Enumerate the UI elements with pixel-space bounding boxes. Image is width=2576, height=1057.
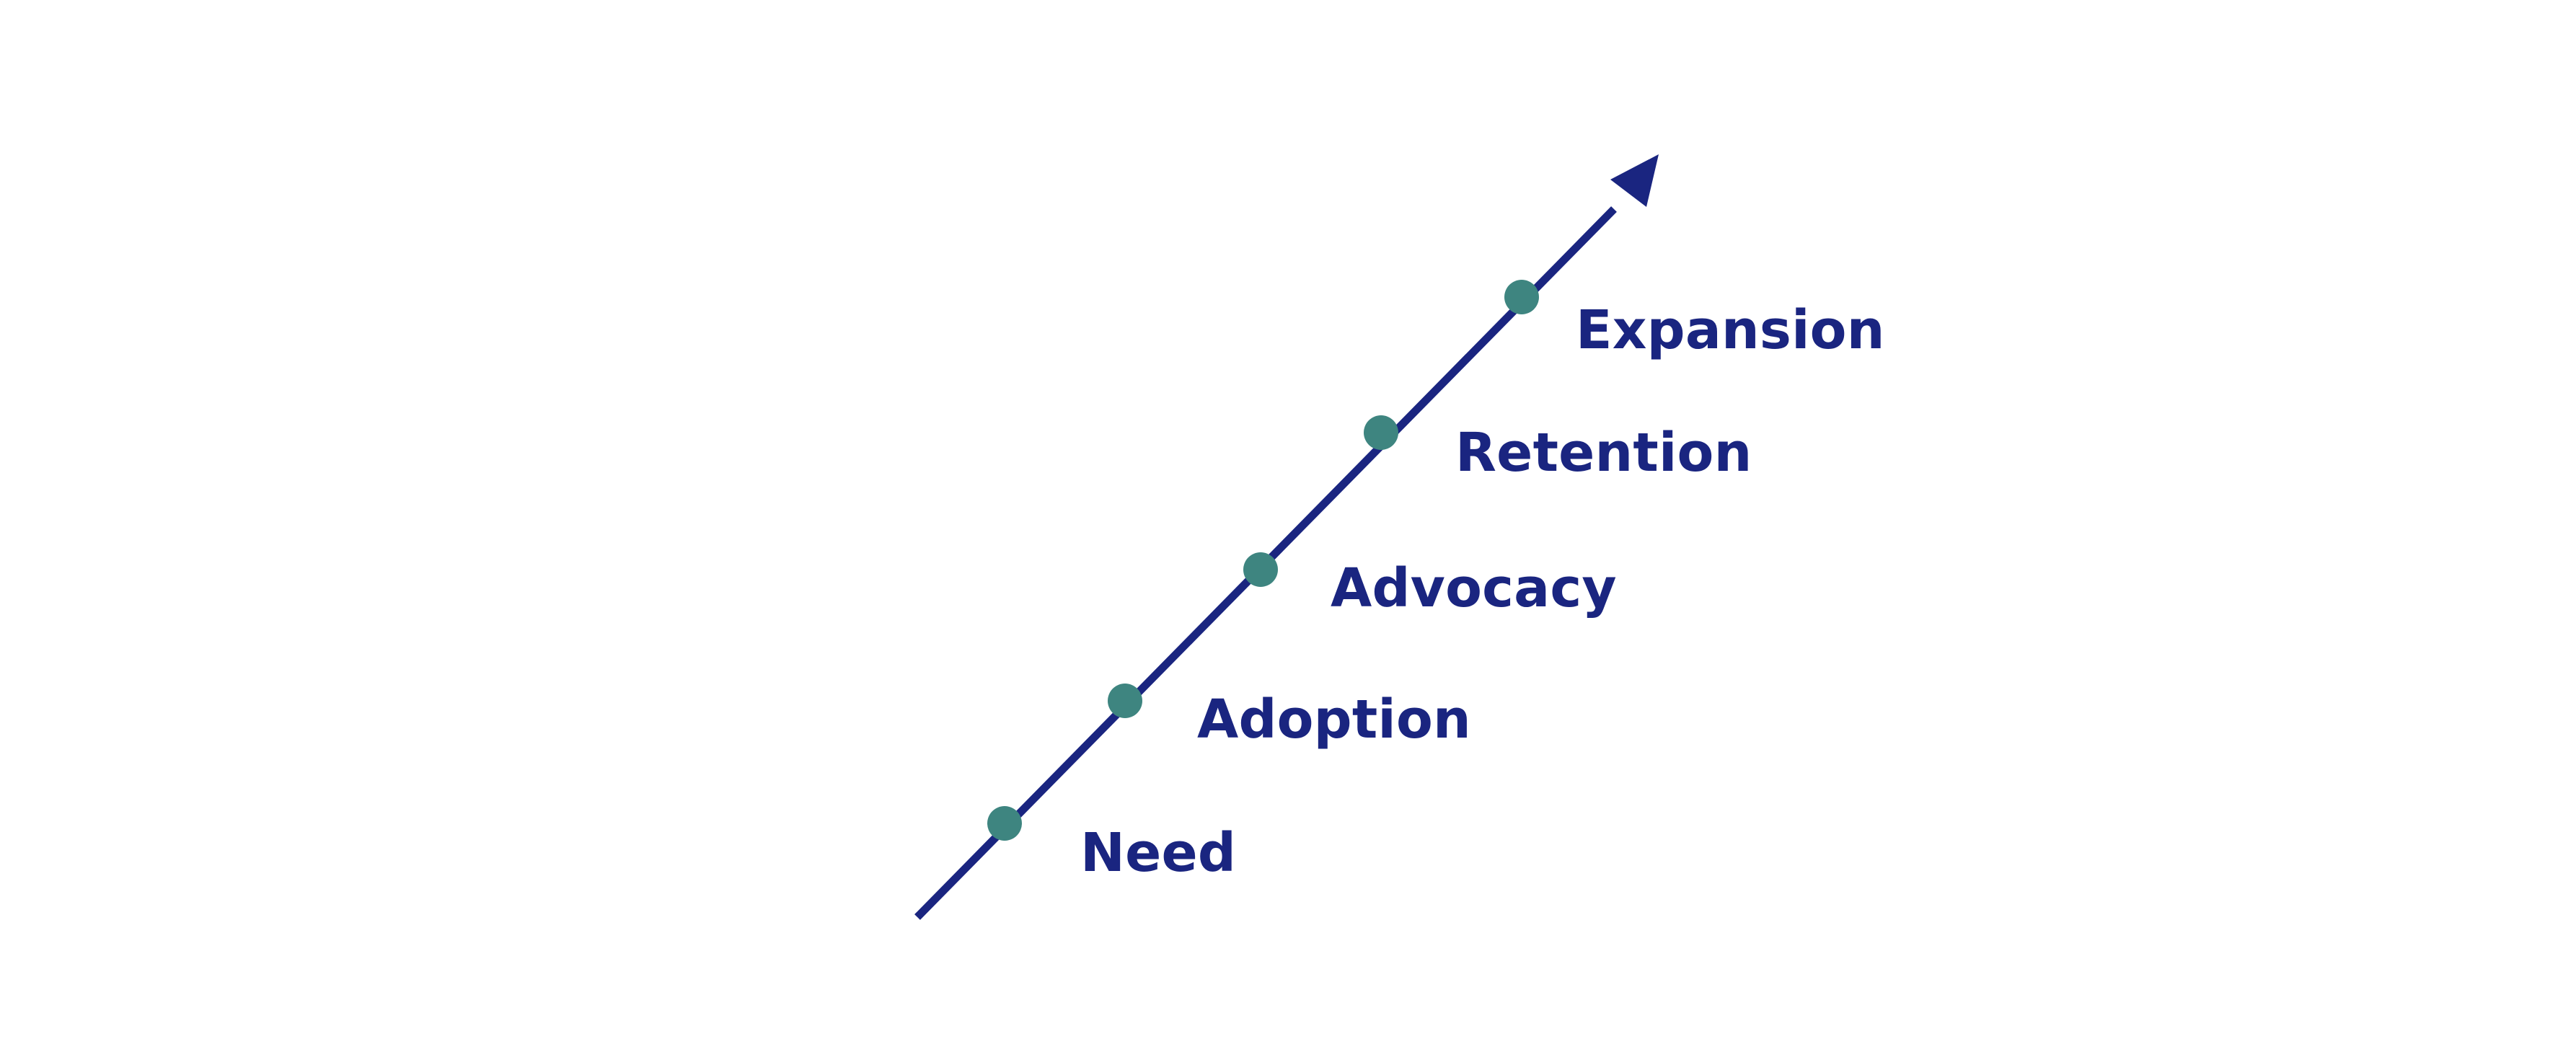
stage-label-advocacy: Advocacy (1331, 557, 1617, 619)
stage-label-need: Need (1080, 822, 1237, 884)
stage-dot-retention[interactable] (1364, 415, 1398, 450)
stage-dot-advocacy[interactable] (1243, 552, 1278, 587)
arrow-head-icon (1610, 154, 1659, 207)
stage-label-expansion: Expansion (1576, 299, 1885, 361)
stage-dot-expansion[interactable] (1504, 280, 1539, 314)
stage-dot-need[interactable] (987, 806, 1022, 841)
stage-label-adoption: Adoption (1197, 689, 1471, 751)
stage-dot-adoption[interactable] (1108, 684, 1142, 718)
stage-label-retention: Retention (1455, 422, 1752, 484)
